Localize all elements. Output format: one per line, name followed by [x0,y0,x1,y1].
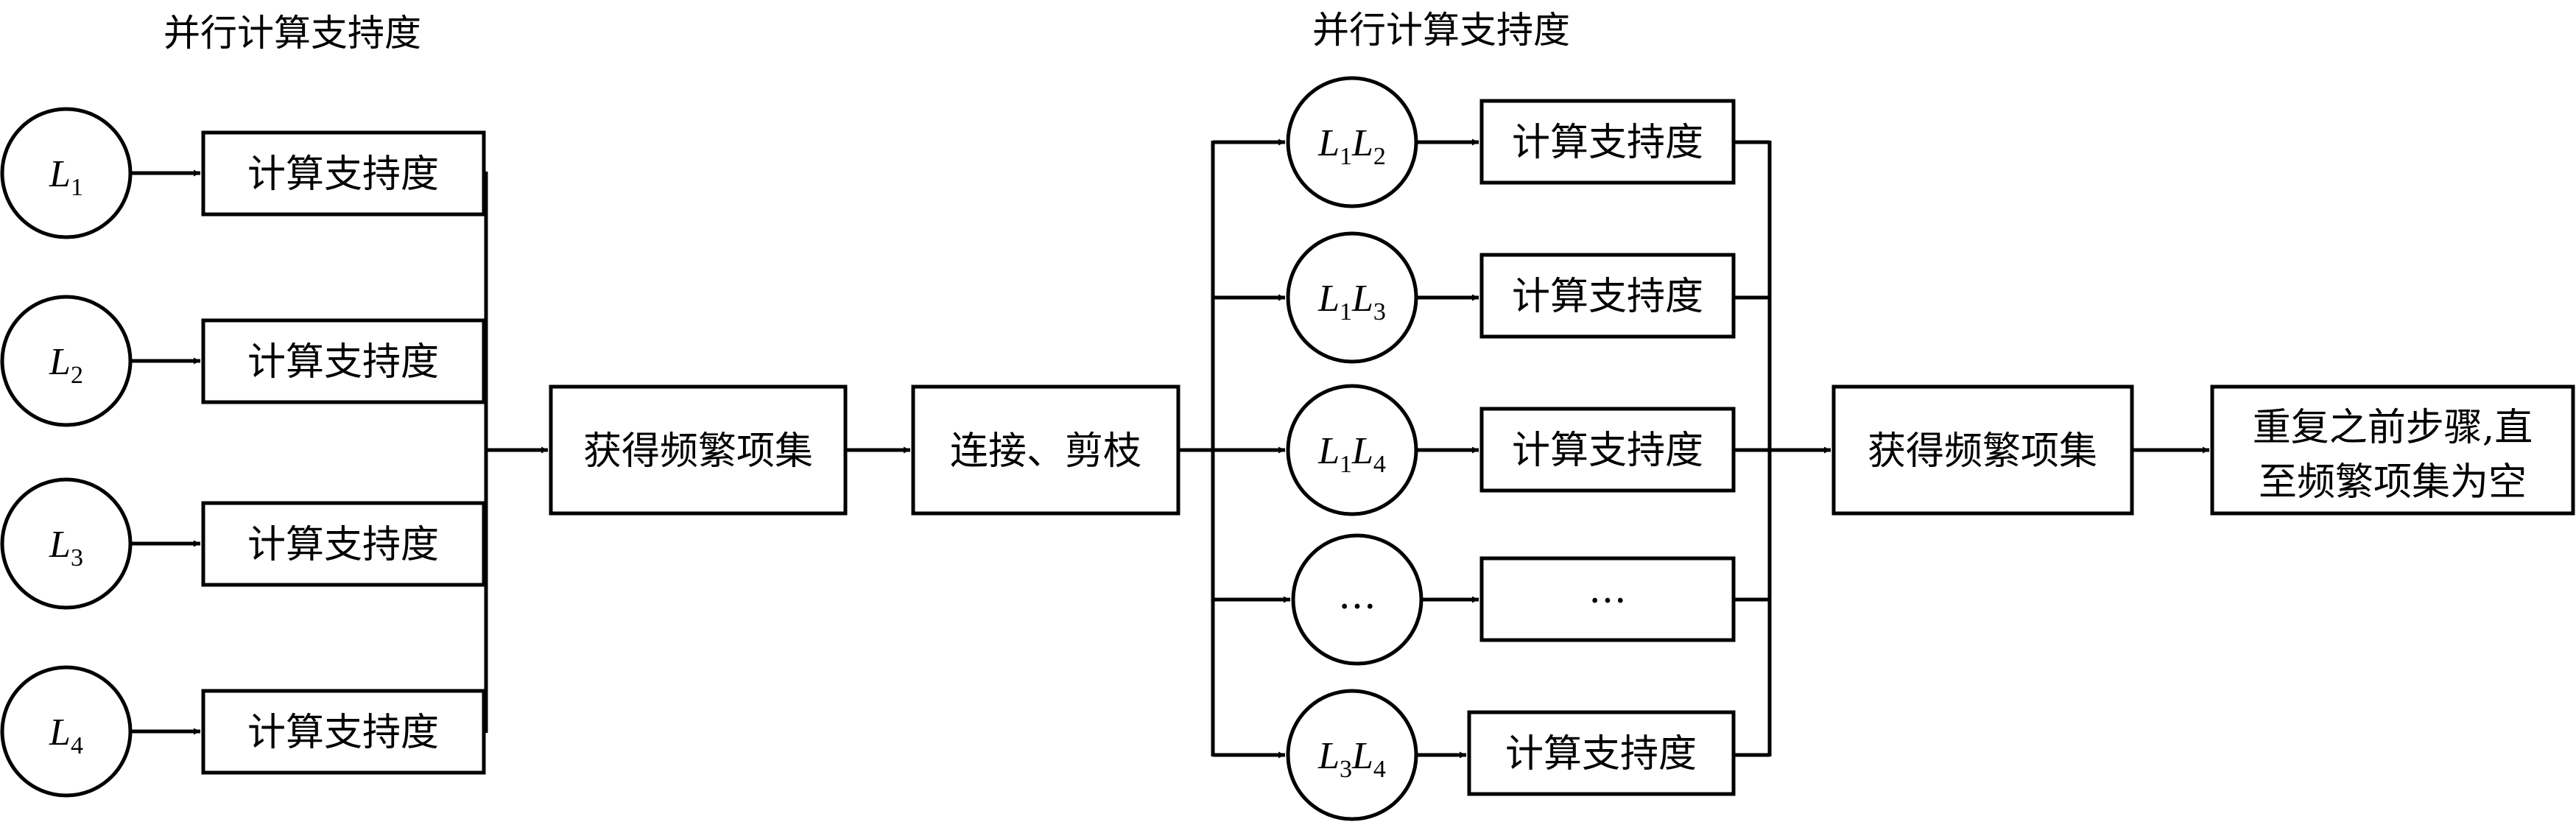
stage2-compute-support-box [1479,253,1736,339]
stage2-compute-support-label: 计算支持度 [1512,429,1703,473]
stage1-compute-support-box [201,130,486,217]
header-parallel-support-right: 并行计算支持度 [1312,9,1570,52]
stage2-ellipsis-node-label: … [1338,574,1376,618]
stage2-row-1: L1L2 计算支持度 [1286,76,1736,208]
repeat-until-empty-box [2210,384,2575,516]
stage1-compute-support-label: 计算支持度 [247,340,439,384]
frequent-itemset-label-2: 获得频繁项集 [1868,429,2097,474]
stage2-compute-support-label: 计算支持度 [1512,121,1703,165]
frequent-itemset-box-2 [1831,384,2134,516]
stage2-node-label: L1L3 [1317,278,1386,326]
stage2-row-3: L1L4 计算支持度 [1286,384,1736,516]
stage1-compute-support-box [201,689,486,775]
stage1-compute-support-label: 计算支持度 [247,523,439,567]
stage1-row-2: L2 计算支持度 [0,295,486,427]
frequent-itemset-box-1 [549,384,848,516]
stage1-node-label: L2 [49,341,83,389]
stage1-node-label: L1 [49,153,83,201]
stage2-compute-support-box [1467,710,1736,796]
stage2-row-5: L3L4 计算支持度 [1286,689,1736,821]
stage2-ellipsis-box [1479,556,1736,642]
stage2-merge-connector [1734,140,1831,757]
repeat-until-empty-line2: 至频繁项集为空 [2259,460,2527,505]
stage1-merge-connector [484,171,548,734]
stage2-node-label: L3L4 [1317,735,1386,783]
header-parallel-support-left: 并行计算支持度 [163,12,421,55]
stage1-compute-support-label: 计算支持度 [247,711,439,755]
stage2-compute-support-label: 计算支持度 [1512,275,1703,319]
frequent-itemset-label-1: 获得频繁项集 [583,429,813,474]
stage2-node-label: L1L2 [1317,122,1386,170]
stage2-ellipsis-box-label: … [1588,568,1627,612]
repeat-until-empty-line1: 重复之前步骤,直 [2253,406,2533,450]
stage1-row-4: L4 计算支持度 [0,665,486,798]
join-prune-box [911,384,1180,516]
join-prune-label: 连接、剪枝 [950,429,1141,474]
stage1-row-3: L3 计算支持度 [0,477,486,610]
stage1-node-label: L4 [49,712,83,759]
stage1-compute-support-label: 计算支持度 [247,152,439,197]
stage2-compute-support-label: 计算支持度 [1505,732,1697,776]
stage2-split-connector [1178,138,1290,759]
stage1-row-1: L1 计算支持度 [0,107,486,239]
stage2-node-label: L1L4 [1317,430,1386,478]
stage1-node-label: L3 [49,524,83,572]
stage2-row-2: L1L3 计算支持度 [1286,231,1736,364]
stage1-compute-support-box [201,318,486,404]
stage2-row-ellipsis: … … [1291,533,1736,666]
stage2-compute-support-box [1479,99,1736,185]
stage1-compute-support-box [201,501,486,587]
